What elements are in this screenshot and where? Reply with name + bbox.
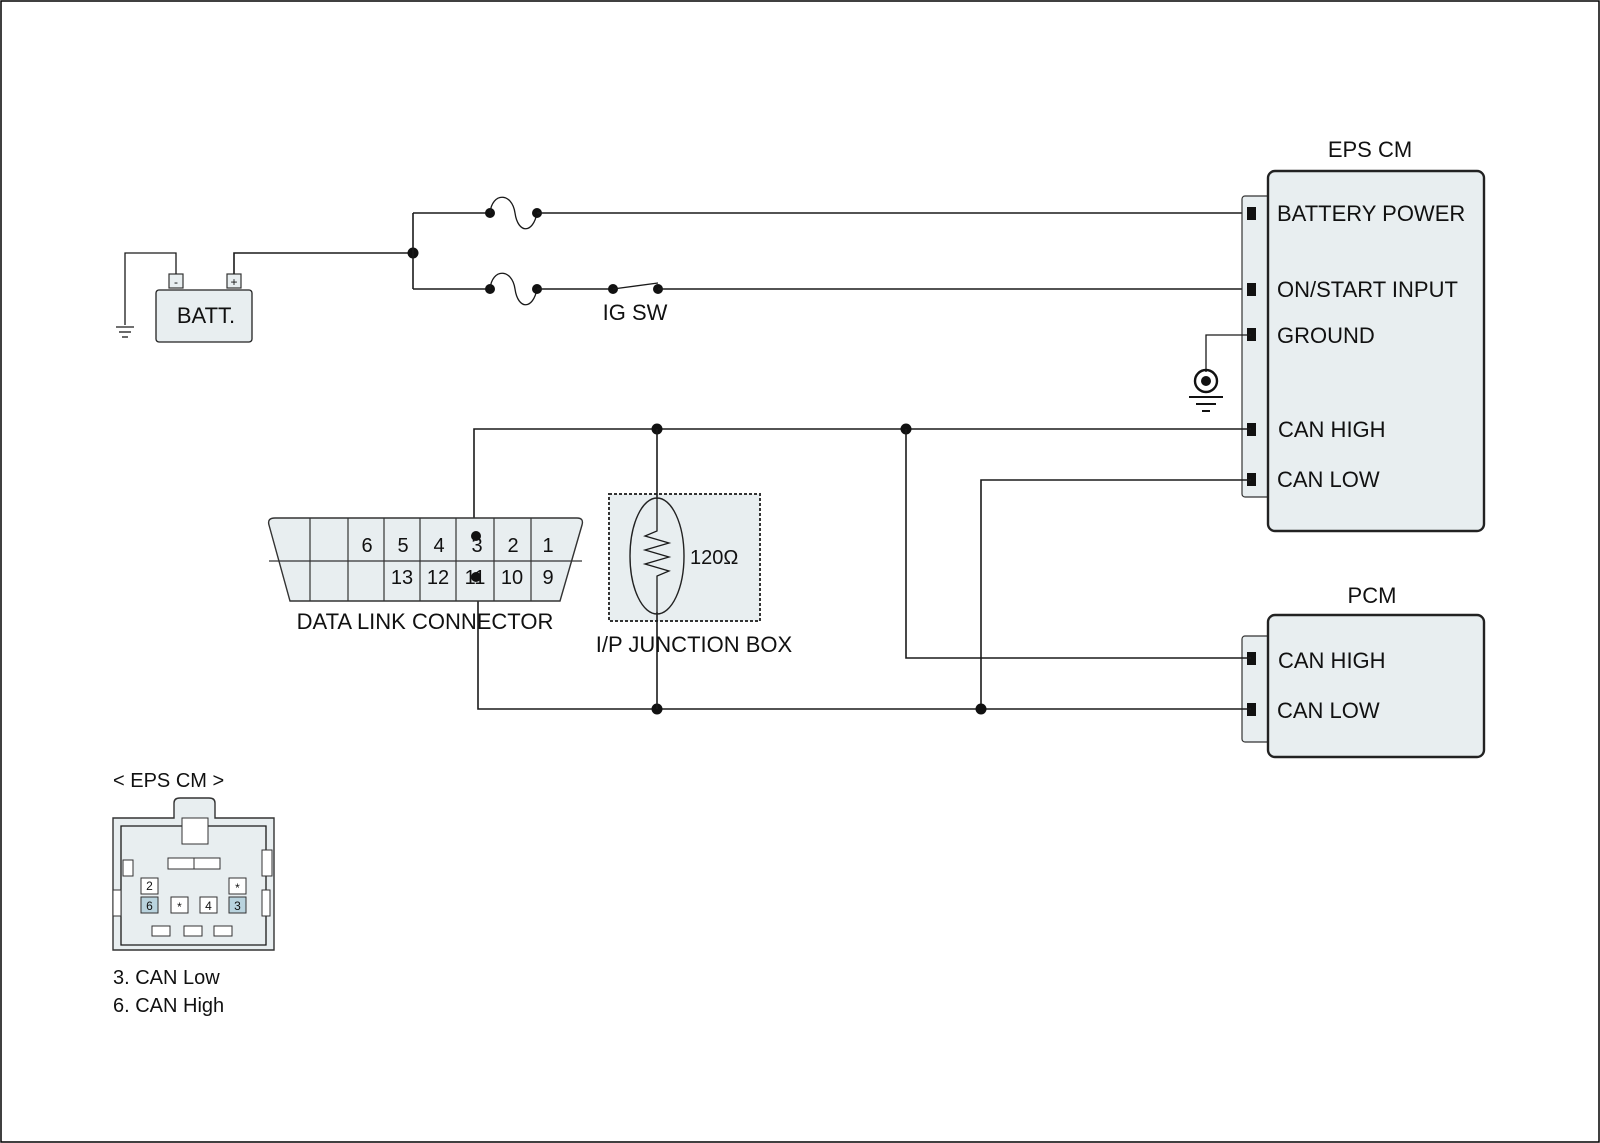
- can-low-bus-wire: [477, 578, 1251, 710]
- eps-pin-star-mid-box: [170, 896, 189, 914]
- eps-pin-6: 6: [146, 899, 153, 913]
- dlc-pin-1: 1: [542, 535, 553, 557]
- eps-cm-pin-can-low: [1247, 473, 1256, 486]
- eps-cm-pin-can-high: [1247, 423, 1256, 436]
- eps-cm-pin-on-start: [1247, 283, 1256, 296]
- eps-cm-title: EPS CM: [1328, 137, 1412, 162]
- pcm-label-can-high: CAN HIGH: [1278, 648, 1386, 673]
- eps-pin-star-top: *: [235, 881, 240, 895]
- fuse-1-icon: [489, 196, 538, 230]
- junction-box-label: I/P JUNCTION BOX: [596, 632, 793, 657]
- eps-pin-2-box: [140, 877, 159, 895]
- eps-cm-connector-tab: [1241, 195, 1271, 498]
- body-ground-icon: [1189, 368, 1223, 412]
- eps-pin-2: 2: [146, 879, 153, 893]
- eps-can-low-wire: [980, 479, 1251, 709]
- eps-connector-title: < EPS CM >: [113, 770, 224, 792]
- eps-connector-legend-can-low: 3. CAN Low: [113, 967, 220, 989]
- ig-switch-label: IG SW: [603, 300, 668, 325]
- pcm-can-high-wire: [905, 429, 1251, 659]
- battery-pos-symbol: +: [230, 275, 237, 289]
- chassis-ground-icon: [116, 326, 134, 338]
- eps-pin-4: 4: [205, 899, 212, 913]
- battery-body: [155, 289, 253, 343]
- pcm-pin-can-high: [1247, 652, 1256, 665]
- fuse-2-icon: [489, 272, 538, 306]
- battery-positive-wire: [233, 252, 413, 274]
- eps-pin-star-top-box: [228, 877, 247, 895]
- dlc-pin-6: 6: [361, 535, 372, 557]
- splice-can-low-pcm: [975, 703, 987, 715]
- battery-ground-wire: [124, 252, 177, 325]
- pcm-title: PCM: [1348, 583, 1397, 608]
- dlc-pin-9: 9: [542, 567, 553, 589]
- eps-pin-3: 3: [234, 899, 241, 913]
- dlc-pin-11-splice: [471, 572, 481, 582]
- eps-cm-body: [1266, 169, 1486, 533]
- battery: - + BATT.: [155, 273, 253, 343]
- battery-label: BATT.: [177, 303, 235, 328]
- data-link-connector: 6 5 4 3 2 1 13 12 11 10 9: [267, 517, 584, 602]
- dlc-pin-4: 4: [433, 535, 444, 557]
- eps-cm-label-battery-power: BATTERY POWER: [1277, 201, 1465, 226]
- dlc-pin-13: 13: [391, 567, 413, 589]
- dlc-pin-12: 12: [427, 567, 449, 589]
- eps-cm-label-ground: GROUND: [1277, 323, 1375, 348]
- dlc-outline: [267, 517, 584, 602]
- eps-pin-4-box: [199, 896, 218, 914]
- dlc-pin-10: 10: [501, 567, 523, 589]
- resistor-icon: [642, 497, 672, 612]
- pcm-label-can-low: CAN LOW: [1277, 698, 1380, 723]
- eps-cm-label-can-low: CAN LOW: [1277, 467, 1380, 492]
- eps-pin-star-mid: *: [177, 900, 182, 914]
- pcm-connector-tab: [1241, 635, 1271, 743]
- eps-cm-label-can-high: CAN HIGH: [1278, 417, 1386, 442]
- dlc-pin-2: 2: [507, 535, 518, 557]
- eps-cm-pin-ground: [1247, 328, 1256, 341]
- ig-switch-icon: [612, 282, 659, 290]
- can-high-bus-wire: [473, 428, 1251, 536]
- resistor-value: 120Ω: [690, 547, 738, 569]
- eps-ground-wire: [1205, 334, 1251, 372]
- dlc-pin-3: 3: [471, 535, 482, 557]
- battery-neg-symbol: -: [174, 275, 178, 289]
- eps-pin-3-box: [228, 896, 247, 914]
- pcm-body: [1266, 613, 1486, 759]
- eps-cm-pin-battery-power: [1247, 207, 1256, 220]
- dlc-pin-3-splice: [471, 531, 481, 541]
- eps-connector-face: 2 * 6 * 4 3: [112, 797, 275, 951]
- dlc-label: DATA LINK CONNECTOR: [297, 609, 554, 634]
- dlc-pin-5: 5: [397, 535, 408, 557]
- eps-pin-6-box: [140, 896, 159, 914]
- eps-cm-label-on-start: ON/START INPUT: [1277, 277, 1458, 302]
- pcm-pin-can-low: [1247, 703, 1256, 716]
- eps-connector-legend-can-high: 6. CAN High: [113, 995, 224, 1017]
